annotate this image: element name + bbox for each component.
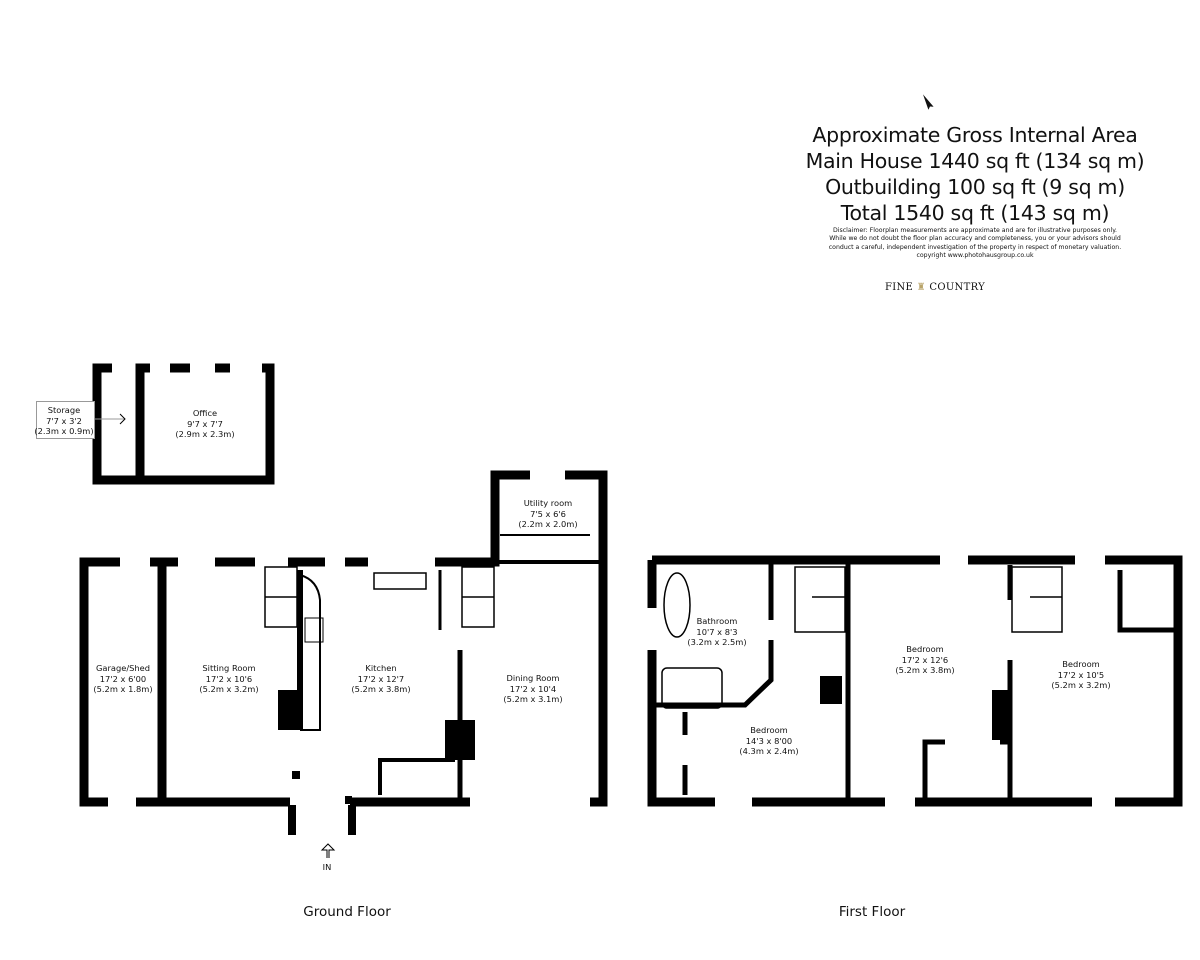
disclaimer-line: copyright www.photohausgroup.co.uk [916,252,1034,260]
entrance-label: IN [322,862,332,872]
disclaimer-line: Disclaimer: Floorplan measurements are a… [833,227,1117,234]
area-summary: Approximate Gross Internal Area Main Hou… [760,122,1190,261]
area-total: Total 1540 sq ft (143 sq m) [840,201,1110,225]
entrance-arrow-icon [320,843,336,858]
area-title: Approximate Gross Internal Area [812,123,1138,147]
area-outbuilding: Outbuilding 100 sq ft (9 sq m) [825,175,1125,199]
ground-floor-walls [162,470,608,807]
stairs-icon [264,566,495,628]
storage-callout [36,401,95,439]
stairs-icon [794,566,1063,633]
area-main-house: Main House 1440 sq ft (134 sq m) [805,149,1145,173]
first-floor-walls [647,555,1183,807]
floor-label-first: First Floor [838,904,906,920]
arrow-icon [119,413,126,425]
disclaimer-line: While we do not doubt the floor plan acc… [829,235,1121,243]
floor-label-ground: Ground Floor [303,904,391,920]
fine-country-logo: FINE ♜ COUNTRY [885,282,985,293]
outbuilding-walls [92,363,275,485]
garage-walls [79,557,167,807]
disclaimer: Disclaimer: Floorplan measurements are a… [760,227,1190,261]
disclaimer-line: conduct a careful, independent investiga… [828,243,1122,251]
compass-icon [923,94,934,110]
